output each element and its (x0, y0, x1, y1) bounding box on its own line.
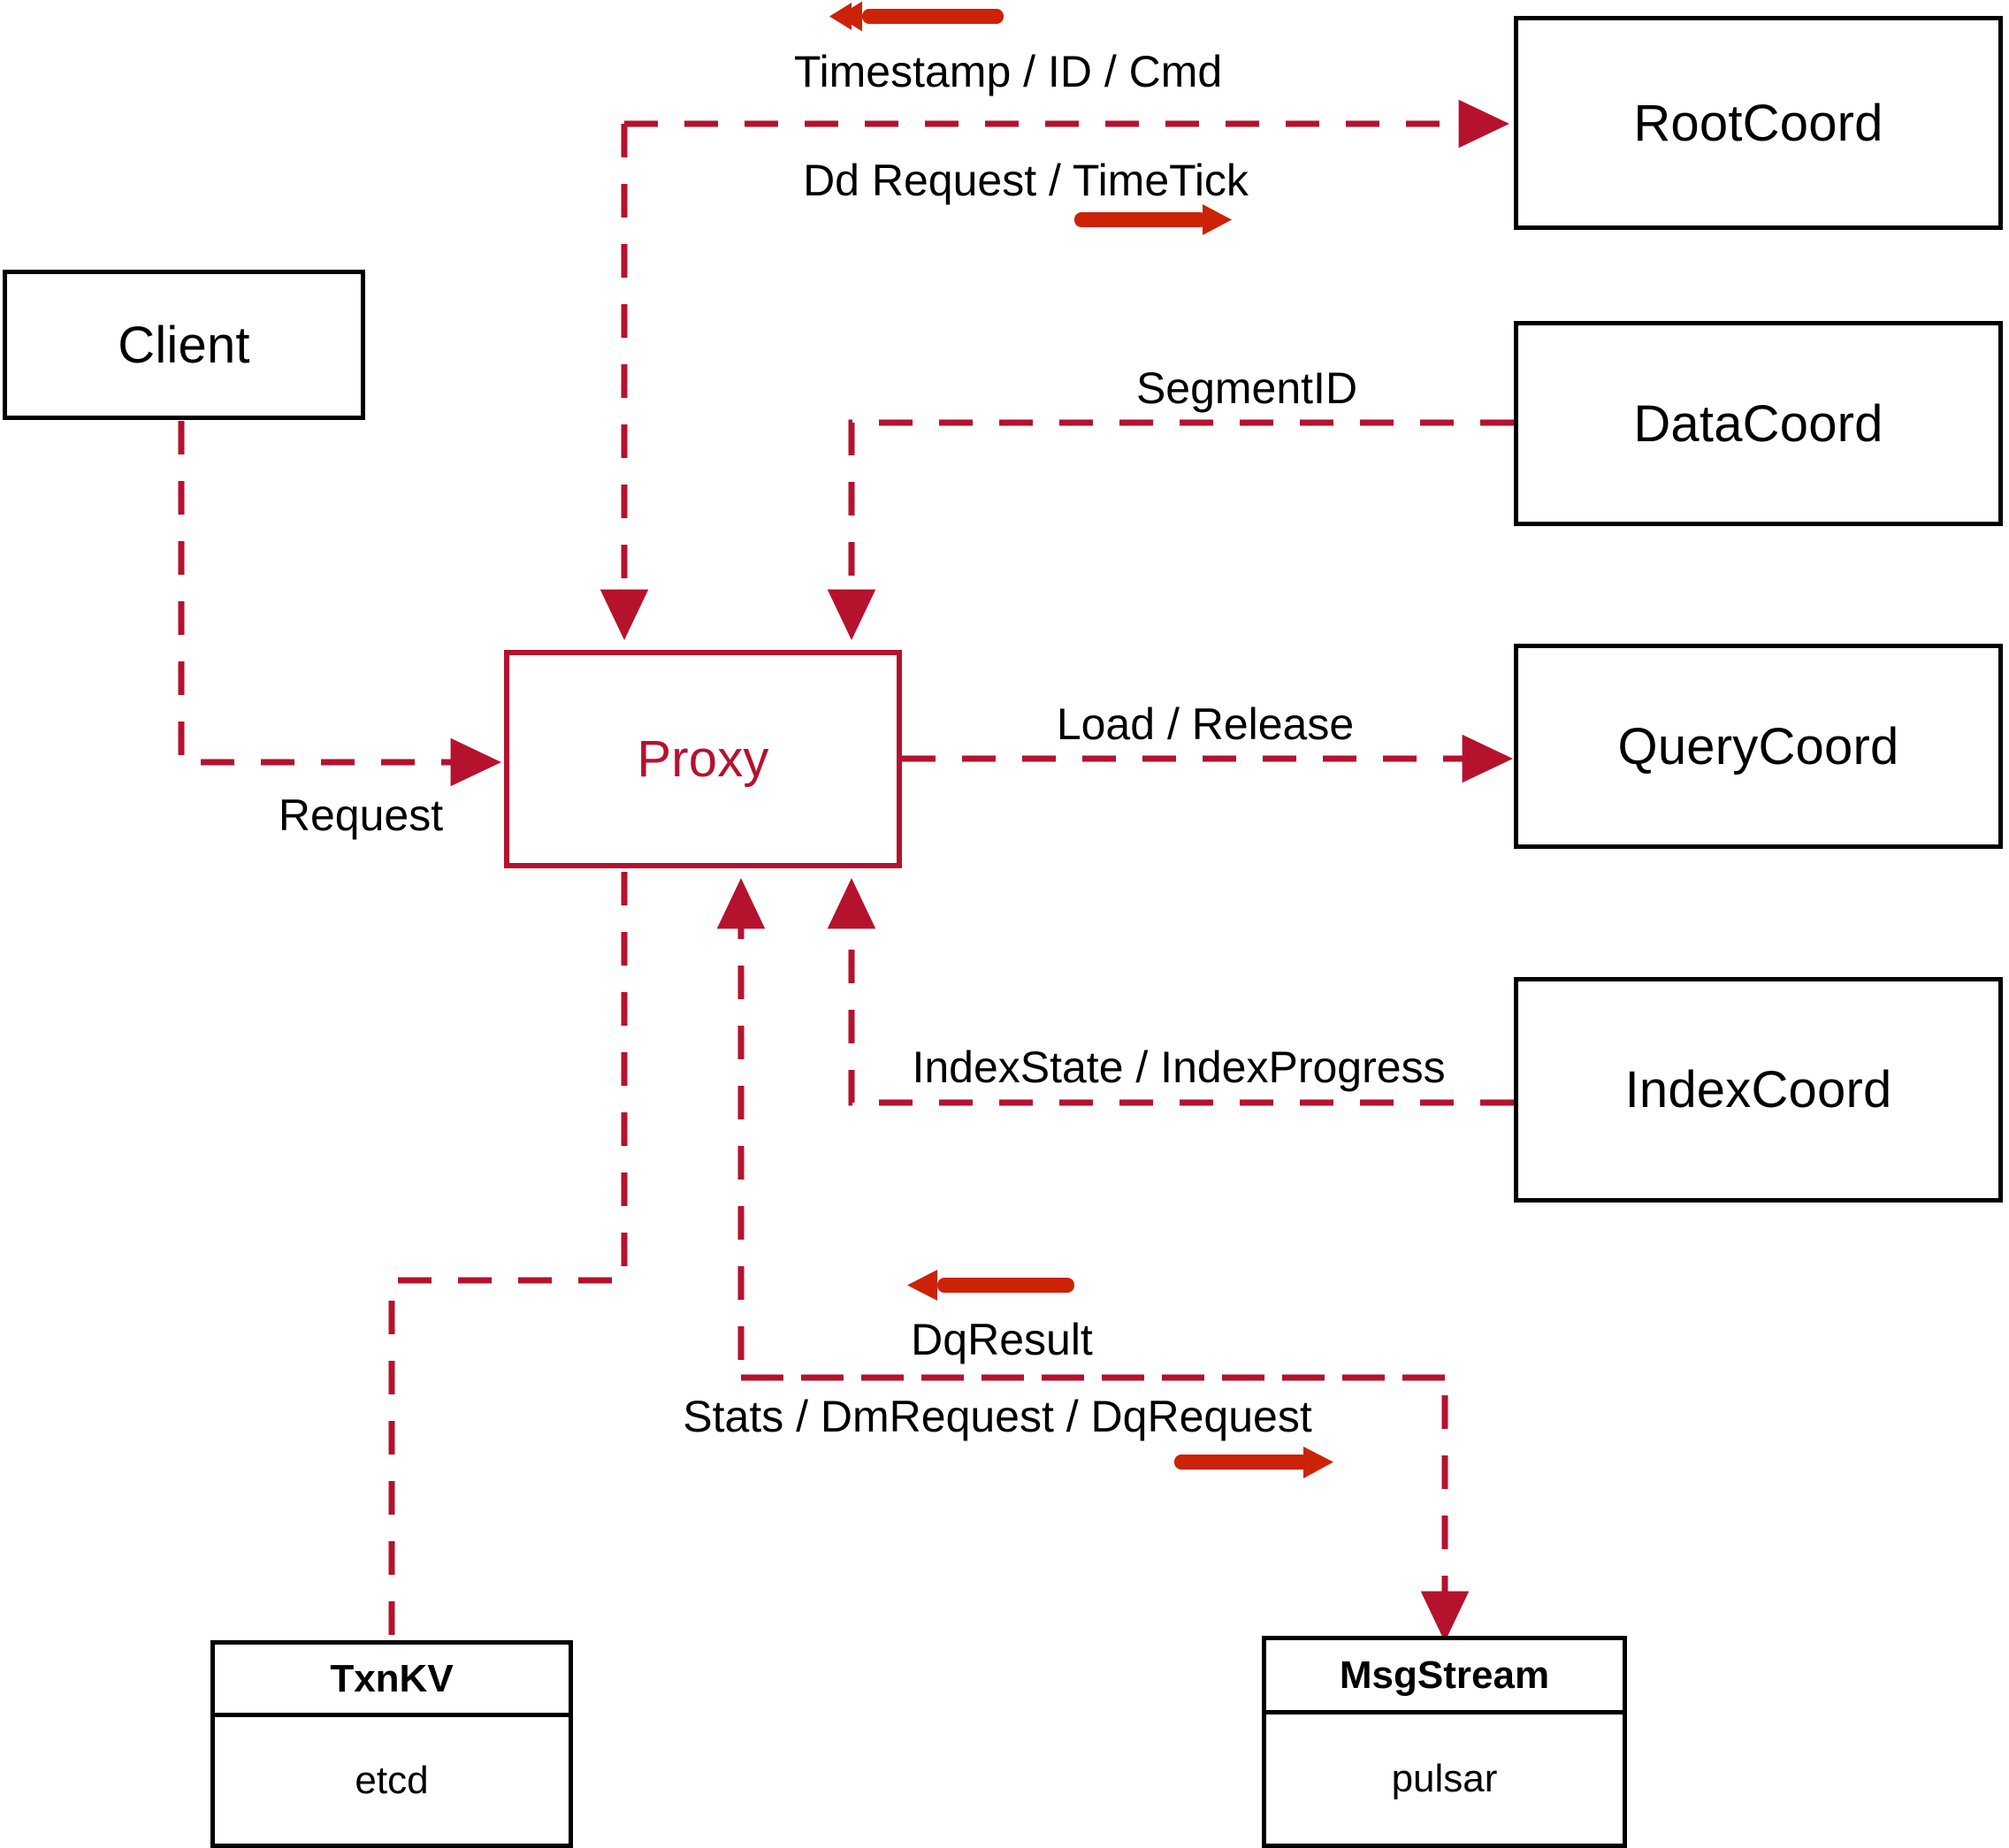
node-msgstream-impl-text: pulsar (1391, 1757, 1498, 1800)
edge-indexcoord-to-proxy (827, 877, 1514, 1106)
edge-datacoord-to-proxy (827, 419, 1514, 641)
node-msgstream-title-text: MsgStream (1339, 1653, 1550, 1697)
dqrequest-direction-arrow (1174, 1447, 1333, 1478)
node-proxy[interactable]: Proxy (504, 650, 902, 868)
edge-label-dqresult: DqResult (911, 1315, 1093, 1364)
edge-label-load-release: Load / Release (1056, 699, 1355, 749)
edge-label-indexstate-indexprogress: IndexState / IndexProgress (912, 1042, 1446, 1092)
node-proxy-label: Proxy (637, 730, 769, 788)
node-indexcoord-label: IndexCoord (1624, 1061, 1892, 1119)
node-querycoord[interactable]: QueryCoord (1514, 644, 2003, 849)
edge-label-timestamp-id-cmd: Timestamp / ID / Cmd (793, 47, 1223, 96)
node-querycoord-label: QueryCoord (1617, 717, 1899, 775)
node-txnkv-title: TxnKV (215, 1645, 569, 1717)
edge-proxy-to-txnkv (388, 872, 628, 1640)
node-txnkv-impl-text: etcd (355, 1758, 429, 1802)
node-rootcoord[interactable]: RootCoord (1514, 16, 2003, 230)
node-indexcoord[interactable]: IndexCoord (1514, 977, 2003, 1203)
timestamp-direction-arrow (829, 1, 1004, 32)
node-datacoord[interactable]: DataCoord (1514, 321, 2003, 526)
node-msgstream-title: MsgStream (1266, 1640, 1623, 1714)
node-txnkv[interactable]: TxnKV etcd (210, 1640, 573, 1848)
edge-client-to-proxy (178, 421, 502, 787)
node-client-label: Client (118, 316, 250, 374)
node-txnkv-impl: etcd (215, 1717, 569, 1844)
edge-msgstream-to-proxy (716, 877, 1445, 1381)
node-client[interactable]: Client (3, 270, 365, 420)
edge-label-dd-request-timetick: Dd Request / TimeTick (803, 156, 1249, 205)
edge-label-segmentid: SegmentID (1135, 363, 1358, 413)
node-datacoord-label: DataCoord (1633, 394, 1883, 453)
node-msgstream[interactable]: MsgStream pulsar (1262, 1636, 1627, 1848)
node-msgstream-impl: pulsar (1266, 1714, 1623, 1844)
edge-label-request: Request (278, 790, 444, 840)
node-txnkv-title-text: TxnKV (330, 1656, 454, 1700)
node-rootcoord-label: RootCoord (1633, 94, 1883, 152)
dd-request-direction-arrow (1074, 204, 1232, 235)
edge-label-stats-dmrequest-dqrequest: Stats / DmRequest / DqRequest (683, 1392, 1312, 1441)
dqresult-direction-arrow (907, 1270, 1074, 1301)
